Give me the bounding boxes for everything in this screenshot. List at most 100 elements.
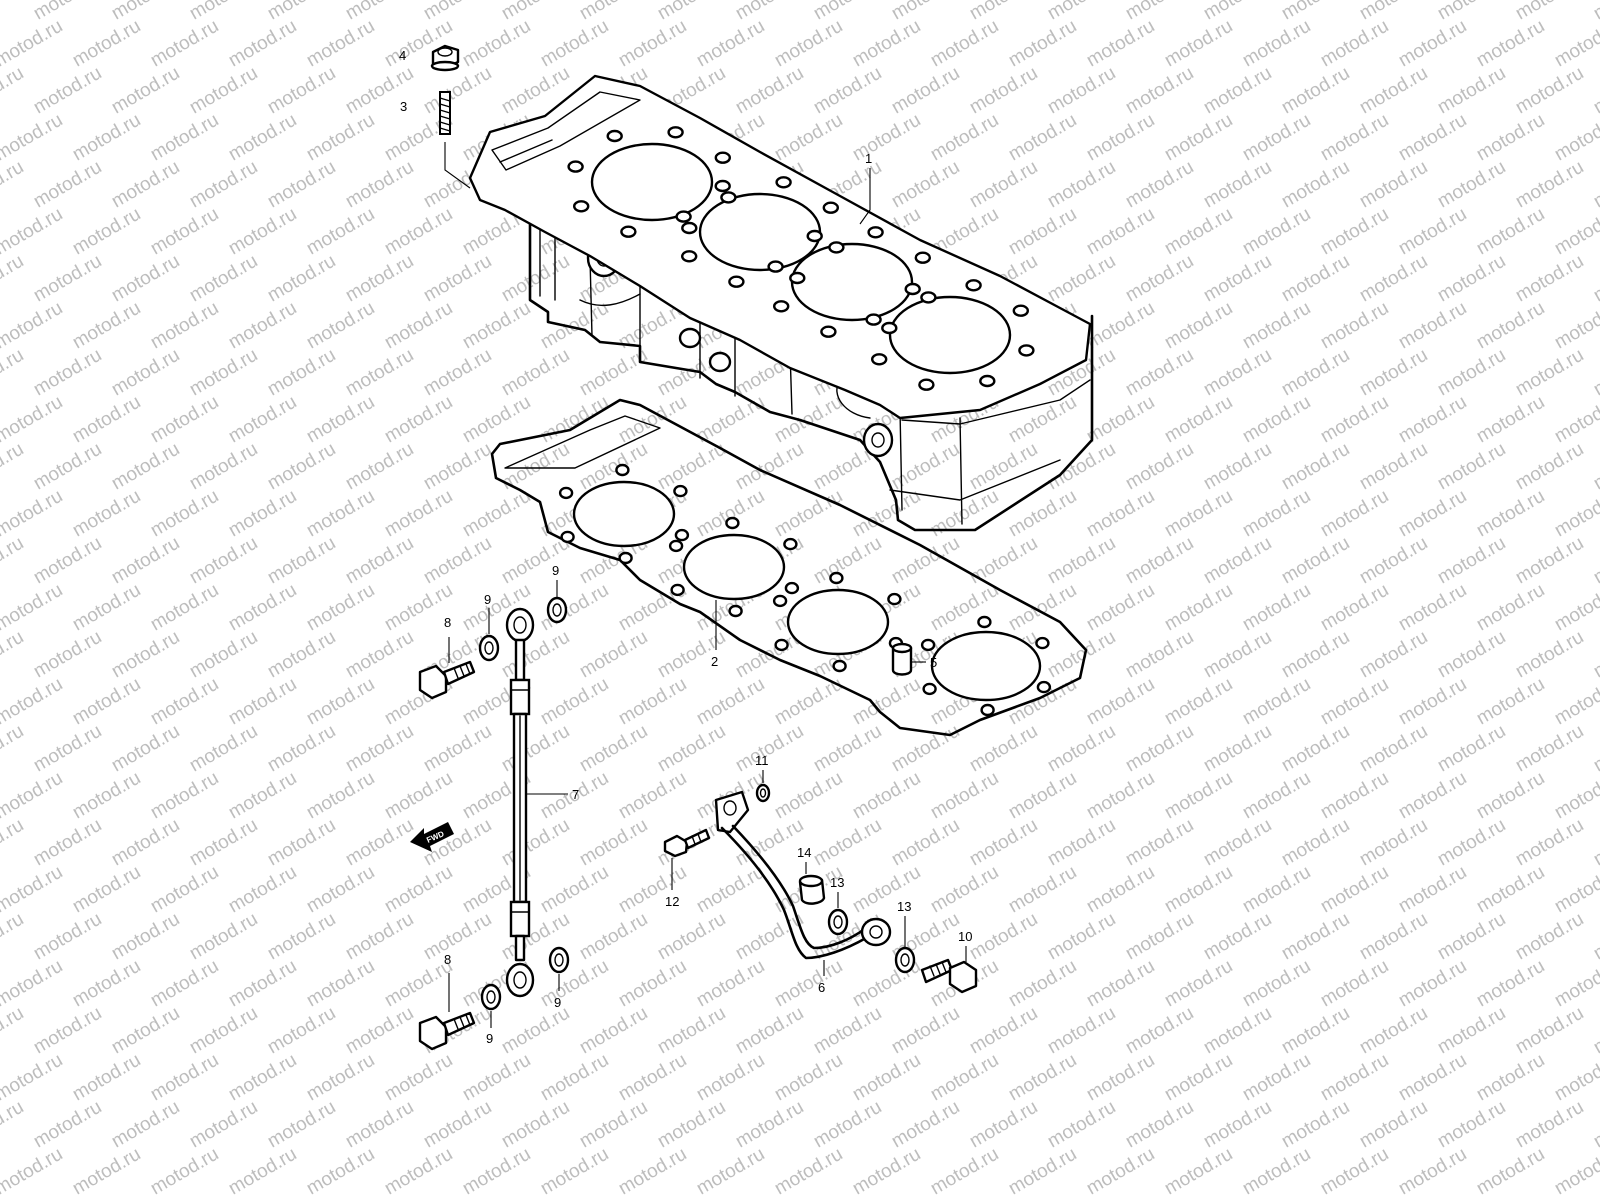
gasket-washer-icon[interactable]: [827, 908, 849, 936]
watermark-text: motod.ru: [0, 956, 66, 1012]
watermark-text: motod.ru: [1200, 63, 1275, 119]
gasket-washer-icon[interactable]: [478, 634, 500, 662]
union-bolt-icon[interactable]: [418, 660, 476, 700]
watermark-text: motod.ru: [225, 956, 300, 1012]
hole-mark: [1035, 636, 1050, 650]
watermark-text: motod.ru: [1005, 580, 1080, 636]
gasket-washer-icon[interactable]: [755, 783, 771, 803]
watermark-text: motod.ru: [888, 0, 963, 24]
watermark-text: motod.ru: [108, 815, 183, 871]
watermark-text: motod.ru: [615, 768, 690, 824]
watermark-text: motod.ru: [1278, 627, 1353, 683]
watermark-text: motod.ru: [654, 909, 729, 965]
watermark-text: motod.ru: [108, 909, 183, 965]
watermark-text: motod.ru: [1044, 909, 1119, 965]
watermark-text: motod.ru: [1239, 392, 1314, 448]
watermark-text: motod.ru: [1356, 627, 1431, 683]
watermark-text: motod.ru: [1200, 0, 1275, 24]
watermark-text: motod.ru: [732, 0, 807, 24]
oil-pipe-icon[interactable]: [714, 790, 892, 960]
watermark-text: motod.ru: [1278, 0, 1353, 24]
hole-mark: [673, 484, 688, 498]
watermark-text: motod.ru: [1161, 16, 1236, 72]
hole-mark: [767, 260, 784, 273]
watermark-text: motod.ru: [1083, 674, 1158, 730]
watermark-text: motod.ru: [537, 956, 612, 1012]
watermark-text: motod.ru: [264, 909, 339, 965]
watermark-text: motod.ru: [186, 0, 261, 24]
gasket-washer-icon[interactable]: [548, 946, 570, 974]
union-bolt-icon[interactable]: [418, 1011, 476, 1051]
watermark-text: motod.ru: [537, 392, 612, 448]
watermark-text: motod.ru: [1356, 533, 1431, 589]
flange-nut-icon[interactable]: [430, 44, 460, 72]
watermark-text: motod.ru: [1590, 721, 1600, 777]
gasket-washer-icon[interactable]: [546, 596, 568, 624]
watermark-text: motod.ru: [0, 721, 27, 777]
watermark-text: motod.ru: [1395, 110, 1470, 166]
watermark-text: motod.ru: [30, 251, 105, 307]
hole-mark: [667, 126, 684, 139]
watermark-text: motod.ru: [303, 1144, 378, 1200]
watermark-text: motod.ru: [1473, 862, 1548, 918]
hole-mark: [560, 530, 575, 544]
watermark-text: motod.ru: [1317, 1050, 1392, 1106]
watermark-text: motod.ru: [186, 1003, 261, 1059]
watermark-text: motod.ru: [1473, 674, 1548, 730]
watermark-text: motod.ru: [1122, 533, 1197, 589]
watermark-text: motod.ru: [1590, 909, 1600, 965]
watermark-text: motod.ru: [1395, 1144, 1470, 1200]
watermark-text: motod.ru: [498, 345, 573, 401]
hole-mark: [904, 282, 921, 296]
hole-mark: [784, 581, 800, 595]
watermark-text: motod.ru: [1161, 110, 1236, 166]
watermark-text: motod.ru: [264, 439, 339, 495]
watermark-text: motod.ru: [147, 674, 222, 730]
dowel-pin-icon[interactable]: [798, 874, 826, 905]
watermark-text: motod.ru: [342, 439, 417, 495]
cylinder-base-gasket-icon[interactable]: [490, 398, 1088, 737]
oil-hose-icon[interactable]: [505, 607, 535, 998]
watermark-text: motod.ru: [1239, 1050, 1314, 1106]
watermark-text: motod.ru: [1590, 1003, 1600, 1059]
watermark-text: motod.ru: [342, 157, 417, 213]
watermark-text: motod.ru: [849, 110, 924, 166]
watermark-text: motod.ru: [108, 0, 183, 24]
watermark-text: motod.ru: [1512, 1003, 1587, 1059]
watermark-text: motod.ru: [303, 580, 378, 636]
dowel-pin-icon[interactable]: [891, 642, 913, 676]
stud-bolt-icon[interactable]: [439, 91, 451, 135]
union-bolt-icon[interactable]: [920, 958, 978, 994]
watermark-text: motod.ru: [30, 815, 105, 871]
gasket-washer-icon[interactable]: [894, 946, 916, 974]
watermark-text: motod.ru: [1473, 580, 1548, 636]
watermark-text: motod.ru: [1434, 1097, 1509, 1153]
watermark-text: motod.ru: [1512, 157, 1587, 213]
watermark-text: motod.ru: [1356, 439, 1431, 495]
watermark-text: motod.ru: [1317, 580, 1392, 636]
watermark-text: motod.ru: [30, 721, 105, 777]
watermark-text: motod.ru: [693, 862, 768, 918]
watermark-text: motod.ru: [1083, 1144, 1158, 1200]
watermark-text: motod.ru: [0, 815, 27, 871]
cylinder-block-icon[interactable]: [468, 74, 1094, 532]
watermark-text: motod.ru: [1122, 815, 1197, 871]
hole-mark: [720, 191, 737, 204]
watermark-text: motod.ru: [927, 1144, 1002, 1200]
watermark-text: motod.ru: [342, 345, 417, 401]
watermark-text: motod.ru: [810, 63, 885, 119]
union-bolt-icon[interactable]: [663, 828, 711, 858]
watermark-text: motod.ru: [498, 815, 573, 871]
callout-11: 11: [755, 753, 769, 768]
watermark-text: motod.ru: [0, 345, 27, 401]
watermark-text: motod.ru: [264, 1003, 339, 1059]
gasket-washer-icon[interactable]: [480, 983, 502, 1011]
hole-mark: [920, 291, 937, 304]
watermark-text: motod.ru: [888, 439, 963, 495]
watermark-text: motod.ru: [0, 298, 66, 354]
watermark-text: motod.ru: [459, 1144, 534, 1200]
hole-mark: [1018, 344, 1035, 357]
watermark-text: motod.ru: [0, 110, 66, 166]
watermark-text: motod.ru: [537, 1144, 612, 1200]
watermark-text: motod.ru: [732, 815, 807, 871]
